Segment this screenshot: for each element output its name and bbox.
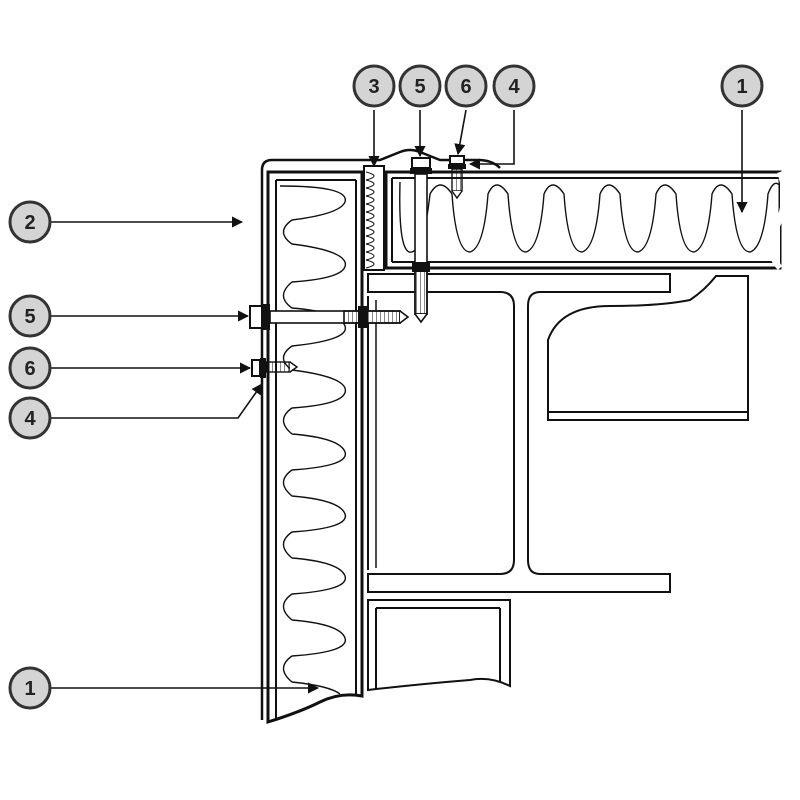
roof-panel <box>384 170 788 270</box>
roof-insulation <box>399 181 781 253</box>
callout-6-top: 6 <box>444 64 488 108</box>
callout-3: 3 <box>352 64 396 108</box>
stitching-screw-top <box>448 155 466 200</box>
callout-label: 2 <box>24 212 35 234</box>
callout-label: 4 <box>24 408 36 430</box>
right-beam-section <box>547 275 749 421</box>
callout-1-roof: 1 <box>720 64 764 108</box>
stitching-screw-side <box>251 358 299 378</box>
callout-label: 6 <box>24 358 35 380</box>
callout-6-side: 6 <box>8 346 52 390</box>
callout-label: 6 <box>460 76 471 98</box>
callout-4-side: 4 <box>8 396 52 440</box>
callout-4-top: 4 <box>492 64 536 108</box>
callout-label: 1 <box>24 678 35 700</box>
callout-1-wall: 1 <box>8 666 52 710</box>
lower-beam-section <box>367 599 511 692</box>
callout-label: 5 <box>24 306 35 328</box>
callout-label: 3 <box>368 76 379 98</box>
callout-label: 1 <box>736 76 747 98</box>
callouts: 1 2 3 5 6 4 5 6 <box>8 64 764 710</box>
wall-panel <box>266 170 364 725</box>
mineral-wool-filler <box>363 165 385 271</box>
callout-2: 2 <box>8 200 52 244</box>
wall-fixing-screw <box>249 304 410 330</box>
callout-label: 4 <box>508 76 520 98</box>
callout-5-top: 5 <box>398 64 442 108</box>
corner-flashing <box>260 148 501 720</box>
wall-insulation <box>279 185 347 695</box>
leader-lines <box>50 109 748 694</box>
callout-5-side: 5 <box>8 294 52 338</box>
callout-label: 5 <box>414 76 425 98</box>
roof-fixing-screw <box>410 157 432 324</box>
steel-beam <box>367 273 671 593</box>
